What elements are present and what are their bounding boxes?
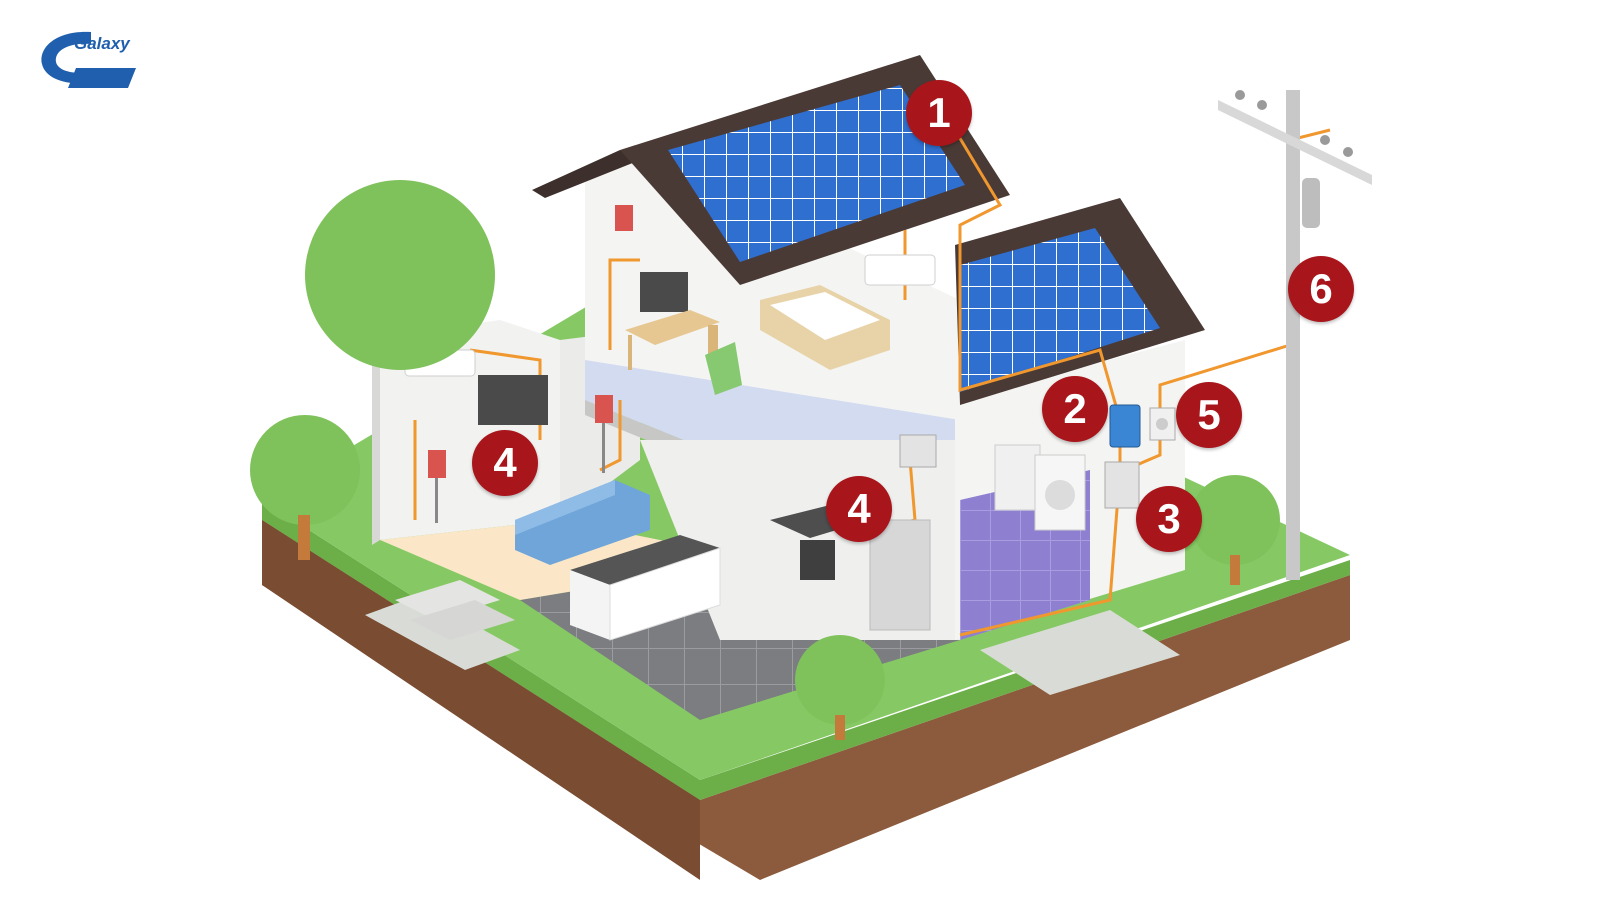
- marker-meter: 5: [1176, 382, 1242, 448]
- marker-inverter: 2: [1042, 376, 1108, 442]
- marker-solar-panels: 1: [906, 80, 972, 146]
- meter-icon: [1150, 408, 1175, 440]
- refrigerator-icon: [870, 520, 930, 630]
- marker-kitchen-loads: 4: [826, 476, 892, 542]
- logo-wordmark: Galaxy: [74, 34, 130, 54]
- inverter-icon: [1110, 405, 1140, 447]
- marker-utility-grid-pole: 6: [1288, 256, 1354, 322]
- marker-living-room-loads: 4: [472, 430, 538, 496]
- marker-distribution-board: 3: [1136, 486, 1202, 552]
- logo-subtext: M&E: [78, 54, 105, 68]
